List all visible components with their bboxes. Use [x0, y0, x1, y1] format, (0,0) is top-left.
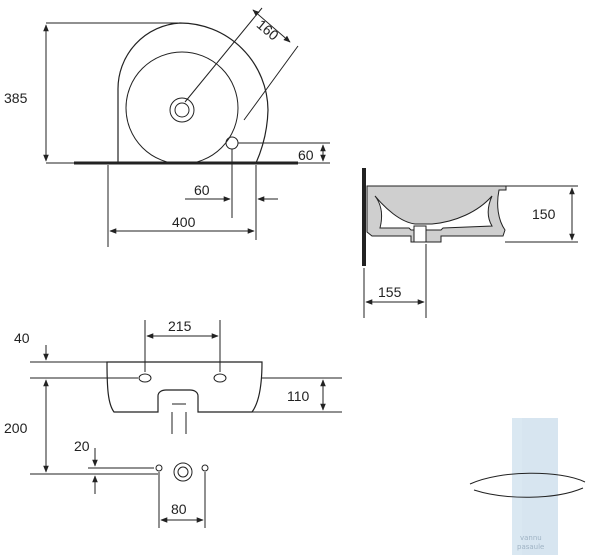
watermark-line1: vannu	[520, 534, 542, 542]
wall-bar	[362, 168, 366, 266]
watermark-logo: vannu pasaule	[469, 418, 586, 555]
top-offset-label: 40	[14, 330, 30, 346]
front-height-label: 110	[287, 388, 310, 404]
side-height-label: 150	[532, 206, 556, 222]
side-depth-label: 155	[378, 284, 402, 300]
small-offset-label: 20	[74, 438, 90, 454]
front-tap-hole-right	[213, 373, 227, 383]
top-view: 385 160 60 60 400	[4, 7, 330, 247]
waste-spacing-label: 80	[171, 501, 187, 517]
drain-tube	[413, 225, 427, 243]
waste-pipe	[171, 412, 187, 434]
basin-section	[366, 185, 507, 243]
offset-vertical-label: 60	[298, 147, 314, 163]
mount-height-label: 200	[4, 420, 28, 436]
diameter-dimension-line	[252, 9, 291, 43]
height-label: 385	[4, 90, 28, 106]
waste-hole-outer	[173, 462, 193, 482]
front-tap-hole-left	[138, 373, 152, 383]
side-view: 150 155	[362, 168, 578, 318]
watermark-line2: pasaule	[517, 543, 544, 551]
waste-hole-inner	[177, 466, 189, 478]
diameter-label: 160	[254, 16, 282, 43]
fixing-hole-right	[201, 464, 209, 472]
drain-inner	[174, 102, 190, 118]
width-label: 400	[172, 214, 196, 230]
fixing-hole-left	[155, 464, 163, 472]
hole-spacing-label: 215	[168, 318, 192, 334]
drain-outer	[169, 97, 195, 123]
front-view: 215 40 200 110 20 80	[4, 318, 342, 528]
offset-horizontal-label: 60	[194, 182, 210, 198]
